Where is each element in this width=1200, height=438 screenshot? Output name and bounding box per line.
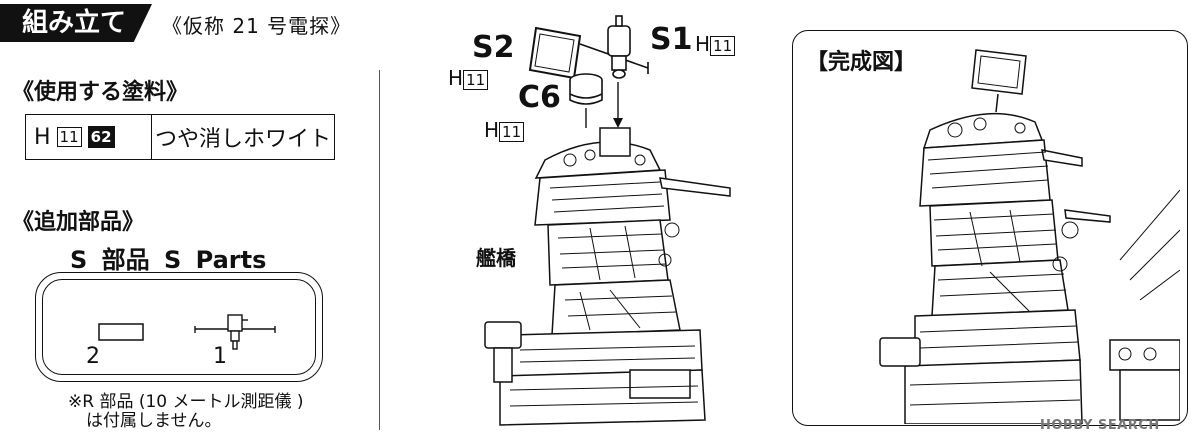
paint-prefix: H xyxy=(484,118,500,142)
paints-title: 《使用する塗料》 xyxy=(12,80,189,105)
arrow-s1-head xyxy=(613,118,623,128)
paint-code-cell: H 11 62 xyxy=(26,115,152,159)
paint-prefix: H xyxy=(34,124,51,150)
part-2-plate xyxy=(98,323,144,341)
completed-tower xyxy=(879,49,1180,424)
paint-code: 11 xyxy=(56,127,82,147)
paint-prefix: H xyxy=(448,66,464,90)
part-1-number: 1 xyxy=(213,344,227,369)
paint-prefix: H xyxy=(695,32,711,56)
paint-code: 11 xyxy=(463,70,489,90)
label-bridge: 艦橋 xyxy=(476,246,516,270)
paint-table: H 11 62 つや消しホワイト xyxy=(25,114,335,160)
label-s1: S1 xyxy=(650,22,693,57)
footnote-line-1: ※R 部品 (10 メートル測距儀 ) xyxy=(68,392,304,412)
paint-code: 11 xyxy=(710,36,736,56)
completion-frame xyxy=(792,30,1188,426)
label-s2: S2 xyxy=(472,30,515,65)
paint-name: つや消しホワイト xyxy=(154,127,331,152)
watermark: HOBBY SEARCH xyxy=(1040,418,1160,433)
section-subtitle: 《仮称 21 号電探》 xyxy=(162,14,352,38)
section-header-tab: 組み立て xyxy=(0,4,152,42)
extra-parts-title: 《追加部品》 xyxy=(12,210,145,235)
parts-heading: S 部品 S Parts xyxy=(70,246,267,274)
footnote-line-2: は付属しません。 xyxy=(86,411,222,431)
bridge-detail-lines xyxy=(509,149,699,407)
column-divider xyxy=(379,70,380,430)
bridge-tower xyxy=(484,127,731,426)
s1-mount xyxy=(579,15,649,79)
parts-frame xyxy=(35,272,323,382)
assembly-diagram xyxy=(484,15,731,426)
parts-illustration xyxy=(98,314,276,350)
paint-number-badge: 62 xyxy=(87,126,115,148)
part-2-number: 2 xyxy=(86,344,100,369)
part-1-mount xyxy=(194,314,276,350)
footnote: ※R 部品 (10 メートル測距儀 ) は付属しません。 xyxy=(68,393,304,431)
completion-title: 【完成図】 xyxy=(806,50,917,75)
s2-plate xyxy=(528,26,582,80)
paint-code: 11 xyxy=(499,122,525,142)
completion-illustration xyxy=(879,49,1180,424)
label-c6: C6 xyxy=(518,80,561,115)
completed-detail-lines xyxy=(909,117,1180,406)
c6-drum xyxy=(569,73,603,105)
